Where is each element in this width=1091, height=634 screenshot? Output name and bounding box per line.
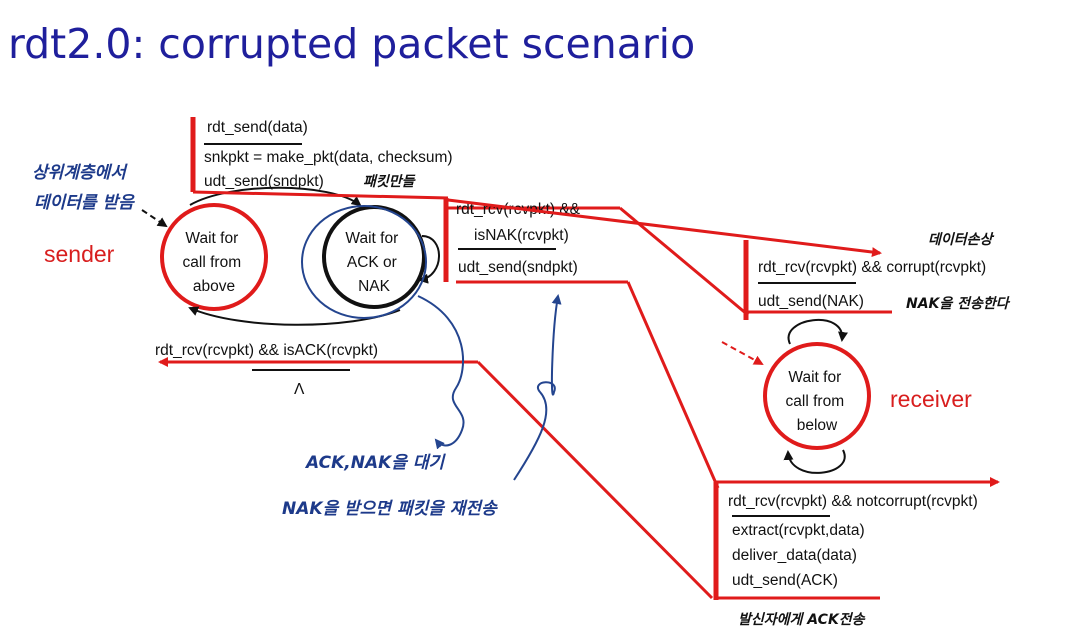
corrupt-self-loop: [787, 318, 848, 345]
resend-on-nak-note: NAK을 받으면 패킷을 재전송: [282, 499, 498, 519]
make-packet-note: 패킷만들: [363, 174, 417, 190]
ack-diagonal-line: [476, 360, 714, 600]
upper-layer-note-2: 데이터를 받음: [34, 193, 135, 213]
data-damaged-note: 데이터손상: [928, 232, 995, 248]
nak-event-2: isNAK(rcvpkt): [474, 227, 569, 244]
nak-action: udt_send(sndpkt): [458, 259, 578, 276]
notcorrupt-self-loop: [783, 449, 846, 474]
receiver-wait-call-label: Wait for call from below: [786, 369, 849, 434]
send-transition-underline: [192, 190, 449, 200]
send-action-2: udt_send(sndpkt): [204, 173, 324, 190]
notcorrupt-action-1: extract(rcvpkt,data): [732, 522, 865, 539]
notcorrupt-action-2: deliver_data(data): [732, 547, 857, 564]
notcorrupt-event: rdt_rcv(rcvpkt) && notcorrupt(rcvpkt): [728, 493, 978, 510]
receiver-label: receiver: [890, 386, 972, 412]
resend-pointer: [513, 294, 562, 481]
highlight-circle: [301, 205, 427, 319]
send-nak-note: NAK을 전송한다: [906, 296, 1011, 312]
sender-label: sender: [44, 241, 115, 267]
upper-layer-note-1: 상위계층에서: [32, 163, 128, 183]
sender-wait-call-label: Wait for call from above: [183, 230, 246, 295]
notcorrupt-diagonal-line: [626, 281, 720, 489]
send-action-1: snkpkt = make_pkt(data, checksum): [204, 149, 453, 166]
ack-event: rdt_rcv(rcvpkt) && isACK(rcvpkt): [155, 342, 378, 359]
sender-wait-ack-label: Wait for ACK or NAK: [345, 230, 402, 295]
send-event: rdt_send(data): [207, 119, 308, 136]
receiver-initial-arrow: [721, 341, 764, 365]
nak-self-loop: [418, 235, 440, 284]
send-transition-arc: [189, 186, 362, 207]
packet-send-line: [447, 198, 882, 257]
send-ack-note: 발신자에게 ACK전송: [738, 612, 866, 628]
wait-ack-pointer: [417, 295, 465, 450]
ack-transition-arc: [188, 306, 401, 326]
corrupt-action: udt_send(NAK): [758, 293, 864, 310]
initial-state-arrow: [141, 209, 168, 228]
notcorrupt-action-3: udt_send(ACK): [732, 572, 838, 589]
ack-action: Λ: [294, 381, 305, 398]
page-title: rdt2.0: corrupted packet scenario: [8, 20, 695, 68]
nak-diagonal-line: [619, 206, 749, 317]
sender-wait-call-state: [160, 203, 268, 311]
corrupt-event: rdt_rcv(rcvpkt) && corrupt(rcvpkt): [758, 259, 986, 276]
wait-ack-nak-note: ACK,NAK을 대기: [304, 453, 446, 473]
receiver-wait-call-state: [763, 342, 871, 450]
